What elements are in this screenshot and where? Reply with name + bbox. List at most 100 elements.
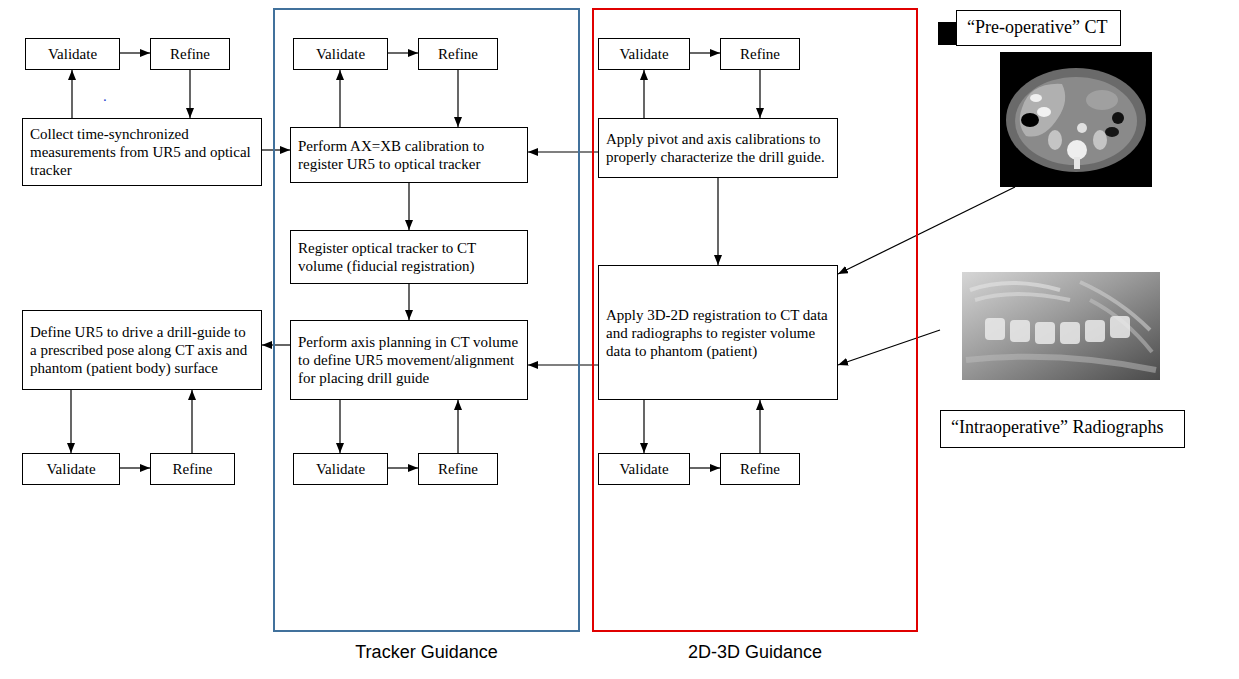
- flow-arrow: [339, 70, 340, 127]
- process-text: Register optical tracker to CT volume (f…: [298, 239, 520, 275]
- ct-liver: [1020, 84, 1065, 137]
- flow-arrow: [262, 344, 290, 345]
- group-panel: 2D-3D GuidanceValidateRefineApply pivot …: [592, 8, 918, 632]
- ct-contrast: [1037, 107, 1051, 117]
- ct-kidney: [1048, 130, 1062, 150]
- flow-arrow: [339, 400, 340, 453]
- image-caption: “Intraoperative” Radiographs: [940, 410, 1185, 448]
- process-text: Apply pivot and axis calibrations to pro…: [606, 130, 830, 166]
- step-text: Refine: [173, 460, 213, 478]
- flow-arrow: [262, 149, 290, 150]
- ct-spinous-process: [1074, 157, 1080, 169]
- stray-mark: .: [103, 88, 107, 105]
- flow-arrow: [388, 467, 418, 468]
- step-text: Validate: [316, 45, 365, 63]
- group-title: Tracker Guidance: [275, 642, 578, 664]
- flow-arrow: [643, 400, 644, 453]
- flow-arrow: [388, 52, 418, 53]
- step-box: Refine: [720, 453, 800, 485]
- process-box: Apply 3D-2D registration to CT data and …: [598, 265, 838, 400]
- xray-rib: [975, 294, 1070, 300]
- process-box: Apply pivot and axis calibrations to pro…: [598, 118, 838, 178]
- flow-arrow: [191, 390, 192, 453]
- ct-kidney: [1093, 130, 1107, 150]
- ct-stomach: [1086, 90, 1118, 110]
- xray-vertebra: [1110, 316, 1130, 338]
- step-text: Refine: [438, 460, 478, 478]
- flow-arrow: [838, 330, 940, 365]
- step-box: Refine: [418, 38, 498, 70]
- ct-colon-gas: [1105, 127, 1119, 137]
- group-panel: Tracker GuidanceValidateRefinePerform AX…: [273, 8, 580, 632]
- xray-background: [962, 272, 1160, 380]
- process-box: Perform AX=XB calibration to register UR…: [290, 127, 528, 183]
- xray-vertebra: [1035, 322, 1055, 344]
- ct-aorta: [1077, 123, 1087, 133]
- flow-arrow: [189, 70, 190, 118]
- flow-arrow: [457, 70, 458, 127]
- flow-arrow: [120, 467, 150, 468]
- ct-bowel-gas: [1021, 113, 1039, 127]
- process-text: Perform axis planning in CT volume to de…: [298, 333, 520, 387]
- process-text: Perform AX=XB calibration to register UR…: [298, 137, 520, 173]
- process-box: Collect time-synchronized measurements f…: [22, 118, 262, 186]
- flow-arrow: [408, 284, 409, 320]
- ct-body: [1006, 68, 1146, 172]
- xray-rib: [970, 283, 1060, 290]
- step-text: Validate: [619, 45, 668, 63]
- step-box: Validate: [22, 453, 120, 485]
- step-text: Refine: [170, 45, 210, 63]
- step-text: Validate: [46, 460, 95, 478]
- xray-image: [962, 272, 1160, 380]
- flow-arrow: [120, 52, 150, 53]
- xray-pelvis: [966, 357, 1156, 370]
- step-box: Validate: [293, 453, 388, 485]
- xray-spine: [985, 316, 1130, 344]
- process-text: Apply 3D-2D registration to CT data and …: [606, 306, 830, 360]
- step-text: Refine: [740, 460, 780, 478]
- step-text: Validate: [619, 460, 668, 478]
- ct-colon-gas: [1112, 112, 1124, 124]
- ct-corner: [938, 22, 958, 45]
- xray-vertebra: [1085, 320, 1105, 342]
- step-box: Validate: [598, 38, 690, 70]
- ct-contrast: [1030, 94, 1042, 102]
- step-text: Refine: [740, 45, 780, 63]
- flow-arrow: [457, 400, 458, 453]
- xray-vertebra: [985, 318, 1005, 340]
- flow-arrow: [528, 151, 598, 152]
- ct-background: [1000, 52, 1152, 187]
- image-panel: “Intraoperative” Radiographs: [940, 272, 1185, 448]
- flow-arrow: [528, 364, 598, 365]
- flow-arrow: [71, 70, 72, 118]
- ct-image: [938, 22, 1152, 187]
- step-box: Validate: [598, 453, 690, 485]
- flow-arrow: [759, 70, 760, 118]
- flow-arrow: [70, 390, 71, 453]
- process-box: Define UR5 to drive a drill-guide to a p…: [22, 310, 262, 390]
- process-box: Perform axis planning in CT volume to de…: [290, 320, 528, 400]
- step-box: Validate: [25, 38, 120, 70]
- step-text: Validate: [316, 460, 365, 478]
- flow-arrow: [717, 178, 718, 265]
- step-text: Refine: [438, 45, 478, 63]
- process-text: Collect time-synchronized measurements f…: [30, 125, 254, 179]
- step-box: Refine: [720, 38, 800, 70]
- process-text: Define UR5 to drive a drill-guide to a p…: [30, 323, 254, 377]
- step-box: Refine: [150, 38, 230, 70]
- flow-arrow: [690, 467, 720, 468]
- flow-arrow: [690, 52, 720, 53]
- step-box: Refine: [150, 453, 235, 485]
- step-box: Validate: [293, 38, 388, 70]
- xray-vertebra: [1010, 320, 1030, 342]
- xray-vertebra: [1060, 322, 1080, 344]
- flow-arrow: [759, 400, 760, 453]
- image-panel: “Pre-operative” CT: [938, 10, 1152, 187]
- process-box: Register optical tracker to CT volume (f…: [290, 230, 528, 284]
- step-text: Validate: [48, 45, 97, 63]
- image-caption: “Pre-operative” CT: [956, 10, 1121, 46]
- step-box: Refine: [418, 453, 498, 485]
- flow-arrow: [408, 183, 409, 230]
- flow-arrow: [643, 70, 644, 118]
- group-title: 2D-3D Guidance: [594, 642, 916, 664]
